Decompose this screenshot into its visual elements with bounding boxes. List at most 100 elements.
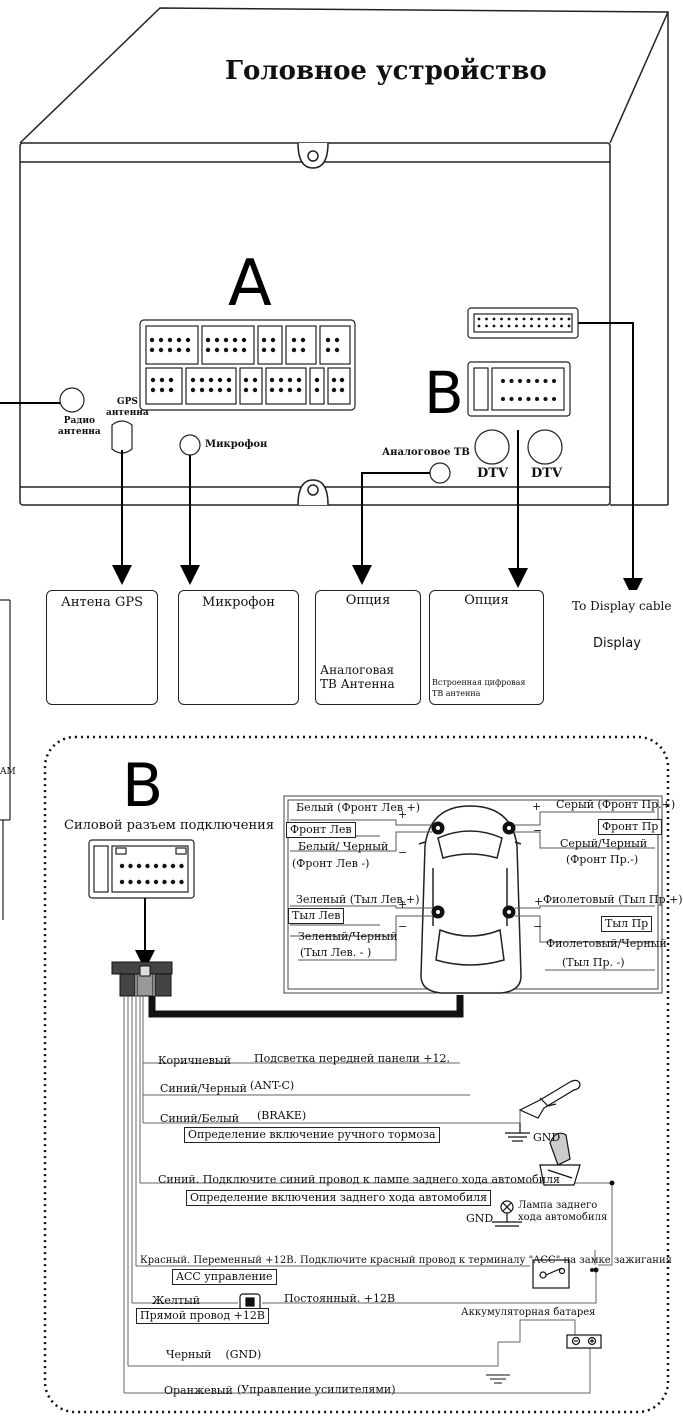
connector-b-pin	[518, 379, 522, 383]
connector-a-pin	[158, 347, 164, 353]
accessory-display-caption: Display	[593, 636, 641, 651]
connector-a-pin	[223, 337, 229, 343]
wire-orange: Оранжевый	[164, 1384, 233, 1397]
connector-a-pin	[158, 337, 164, 343]
yellow-box: Прямой провод +12В	[136, 1308, 269, 1324]
wire-blue: Синий. Подключите синий провод к лампе з…	[158, 1173, 560, 1186]
rear-left-neg-wire: Зеленый/Черный	[298, 930, 398, 943]
minus-fl: −	[398, 846, 408, 859]
power-connector-pin	[119, 879, 125, 885]
connector-b-pin	[526, 397, 531, 401]
connector-a-pin	[176, 337, 182, 343]
connector-a-pin	[269, 387, 275, 393]
power-connector-pin	[170, 863, 176, 869]
plus-rr: +	[534, 895, 544, 908]
display-connector-pin	[515, 324, 518, 328]
connector-b-pin	[526, 379, 531, 383]
connector-a-pin	[334, 347, 340, 353]
connector-a-pin	[291, 337, 297, 343]
connector-a-pin	[232, 337, 238, 343]
display-connector-pin	[545, 317, 548, 321]
accessory-analog-tv-title: Опция	[345, 593, 391, 608]
connector-a-pin	[149, 337, 155, 343]
handbrake-icon	[505, 1079, 581, 1142]
connector-a-pin	[205, 337, 211, 343]
minus-fr: −	[533, 824, 543, 837]
connector-b-pin	[552, 397, 556, 401]
minus-rl: −	[398, 920, 408, 933]
power-connector-pin	[170, 879, 176, 885]
connector-b-pin	[501, 397, 505, 401]
connector-a-pin	[214, 347, 220, 353]
rear-left-neg-label: (Тыл Лев. - )	[300, 946, 372, 959]
connector-a-pin	[223, 347, 229, 353]
wire-red: Красный. Переменный +12В. Подключите кра…	[140, 1255, 672, 1266]
power-connector-pin	[179, 863, 184, 869]
connector-a-pin	[159, 377, 165, 383]
connector-a-pin	[185, 337, 191, 343]
connector-a-pin	[296, 377, 302, 383]
connector-a-pin	[205, 347, 211, 353]
connector-a-pin	[278, 387, 284, 393]
display-connector-pin	[530, 324, 533, 328]
connector-a-pin	[167, 347, 173, 353]
connector-a	[139, 319, 356, 411]
display-connector-pin	[485, 324, 488, 328]
connector-a-pin	[214, 337, 220, 343]
connector-a-pin	[243, 387, 249, 393]
display-connector-pin	[485, 317, 488, 321]
wire-brown-desc: Подсветка передней панели +12.	[254, 1052, 450, 1065]
connector-a-pin	[149, 347, 155, 353]
front-left-neg-label: (Фронт Лев -)	[292, 857, 370, 870]
accessory-display-title: To Display cable	[572, 599, 672, 613]
battery-label: Аккумуляторная батарея	[461, 1307, 596, 1318]
wire-brown: Коричневый	[158, 1054, 231, 1067]
connector-b-pin	[552, 379, 556, 383]
power-connector-pin	[145, 879, 150, 885]
display-connector-pin	[522, 324, 526, 328]
harness-plug	[111, 961, 173, 997]
wire-blue-white-desc: (BRAKE)	[257, 1109, 307, 1122]
connector-a-pin	[287, 377, 293, 383]
front-right-box: Фронт Пр	[598, 819, 663, 835]
reverse-lamp-icon	[492, 1200, 522, 1227]
power-connector-b	[88, 839, 195, 899]
connector-a-pin	[159, 387, 165, 393]
connector-a-pin	[217, 377, 223, 383]
accessory-gps-title: Антена GPS	[61, 595, 143, 610]
connector-b-pin	[535, 397, 539, 401]
display-connector-pin	[477, 317, 481, 321]
display-connector-pin	[515, 317, 518, 321]
accessory-gps: Антена GPS	[46, 590, 158, 705]
wire-yellow: Желтый	[152, 1294, 201, 1307]
wire-orange-desc: (Управление усилителями)	[237, 1383, 396, 1396]
front-left-box: Фронт Лев	[286, 822, 356, 838]
gps-antenna-label: GPS антенна	[106, 397, 149, 418]
accessory-analog-tv-caption: Аналоговая ТВ Антенна	[320, 663, 395, 691]
connector-a-pin	[314, 377, 320, 383]
accessory-digital-tv-caption: Встроенная цифровая ТВ антенна	[432, 678, 526, 698]
connector-b-pin	[509, 397, 514, 401]
plus-rl: +	[398, 898, 408, 911]
reverse-lamp-label: Лампа заднего хода автомобиля	[518, 1200, 608, 1223]
rear-left-box: Тыл Лев	[288, 908, 345, 924]
accessory-analog-tv: Опция Аналоговая ТВ Антенна	[315, 590, 421, 705]
connector-a-pin	[168, 387, 174, 393]
dtv-label-1: DTV	[477, 466, 509, 481]
connector-b-pin	[543, 397, 548, 401]
connector-a-pin	[261, 347, 267, 353]
dtv-jack-2	[527, 429, 563, 465]
display-connector	[467, 307, 579, 339]
front-right-wire: Серый (Фронт Пр.+)	[556, 798, 676, 811]
wire-blue-black: Синий/Черный	[160, 1082, 247, 1095]
display-connector-pin	[507, 324, 511, 328]
power-connector-pin	[128, 863, 133, 869]
connector-a-pin	[287, 387, 293, 393]
accessory-digital-tv: Опция Встроенная цифровая ТВ антенна	[429, 590, 544, 705]
connector-a-pin	[199, 377, 205, 383]
gear-shift-icon	[539, 1132, 581, 1186]
connector-a-pin	[261, 337, 267, 343]
rear-left-wire: Зеленый (Тыл Лев.+)	[296, 893, 420, 906]
display-connector-pin	[560, 317, 563, 321]
